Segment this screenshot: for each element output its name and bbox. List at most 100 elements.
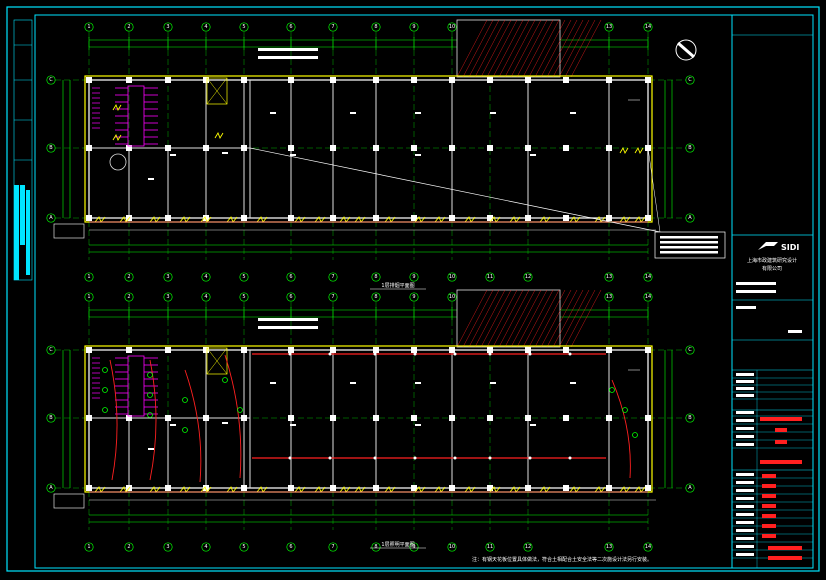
hatch-line bbox=[468, 289, 500, 348]
room-tag bbox=[170, 154, 176, 156]
structural-column bbox=[606, 415, 612, 421]
structural-column bbox=[203, 485, 209, 491]
light-fixture-icon bbox=[632, 432, 638, 438]
axis-bubble bbox=[46, 483, 56, 493]
structural-column bbox=[126, 415, 132, 421]
structural-column bbox=[645, 415, 651, 421]
structural-column bbox=[165, 145, 171, 151]
structural-column bbox=[563, 77, 569, 83]
window-symbol bbox=[434, 486, 446, 493]
axis-bubble bbox=[643, 542, 653, 552]
hatch-line bbox=[456, 19, 488, 78]
axis-bubble-label: 14 bbox=[645, 294, 651, 300]
title-block-field-label bbox=[736, 411, 754, 414]
hatch-line bbox=[462, 289, 494, 348]
light-fixture-icon bbox=[288, 352, 292, 356]
light-fixture-icon bbox=[622, 407, 628, 413]
window-symbol bbox=[339, 216, 351, 223]
hatch-line bbox=[498, 289, 530, 348]
structural-column bbox=[373, 415, 379, 421]
window-symbol bbox=[149, 486, 161, 493]
window-symbol bbox=[489, 486, 501, 493]
smoke-fan-icon bbox=[109, 153, 127, 171]
title-block-field-label bbox=[736, 443, 754, 446]
hatch-line bbox=[474, 19, 506, 78]
hatch-line bbox=[552, 289, 584, 348]
lighting-circuit bbox=[149, 359, 157, 481]
axis-bubble-label: 10 bbox=[449, 274, 455, 280]
light-fixture-icon bbox=[413, 456, 417, 460]
axis-bubble-label: 14 bbox=[645, 24, 651, 30]
title-block-field-label bbox=[736, 481, 754, 484]
structural-column bbox=[487, 77, 493, 83]
axis-bubble-label: C bbox=[688, 77, 692, 83]
light-fixture-icon bbox=[488, 352, 492, 356]
room-tag bbox=[222, 422, 228, 424]
hatch-line bbox=[540, 289, 572, 348]
light-fixture-icon bbox=[182, 397, 188, 403]
room-tag bbox=[270, 382, 276, 384]
axis-bubble-label: 14 bbox=[645, 544, 651, 550]
light-fixture-icon bbox=[182, 427, 188, 433]
axis-bubble bbox=[328, 542, 338, 552]
title-block-red-field bbox=[775, 440, 787, 444]
title-block-field-label bbox=[736, 545, 754, 548]
axis-bubble bbox=[371, 292, 381, 302]
light-fixture-icon bbox=[609, 387, 615, 393]
axis-bubble bbox=[239, 542, 249, 552]
structural-column bbox=[126, 77, 132, 83]
structural-column bbox=[411, 415, 417, 421]
structural-column bbox=[288, 215, 294, 221]
axis-bubble bbox=[84, 292, 94, 302]
structural-column bbox=[330, 215, 336, 221]
window-symbol bbox=[384, 216, 396, 223]
axis-bubble-label: 13 bbox=[606, 294, 612, 300]
light-fixture-icon bbox=[328, 352, 332, 356]
structural-column bbox=[203, 347, 209, 353]
structural-column bbox=[241, 415, 247, 421]
structural-column bbox=[449, 215, 455, 221]
window-symbol bbox=[179, 216, 191, 223]
window-symbol bbox=[594, 486, 606, 493]
axis-bubble-label: 9 bbox=[412, 544, 415, 550]
axis-bubble bbox=[201, 272, 211, 282]
structural-column bbox=[86, 415, 92, 421]
axis-bubble bbox=[124, 272, 134, 282]
axis-bubble-label: 13 bbox=[606, 24, 612, 30]
title-block-field-label bbox=[736, 537, 754, 540]
hatch-line bbox=[570, 289, 602, 348]
axis-bubble bbox=[409, 292, 419, 302]
structural-column bbox=[525, 215, 531, 221]
structural-column bbox=[487, 415, 493, 421]
axis-bubble bbox=[447, 542, 457, 552]
structural-column bbox=[241, 347, 247, 353]
axis-bubble-label: 10 bbox=[449, 24, 455, 30]
axis-bubble bbox=[84, 272, 94, 282]
axis-bubble-label: 6 bbox=[289, 24, 292, 30]
lighting-circuit bbox=[224, 354, 242, 479]
light-fixture-icon bbox=[288, 456, 292, 460]
window-symbol bbox=[619, 486, 631, 493]
elevator-shaft bbox=[206, 77, 228, 105]
entrance-canopy bbox=[53, 493, 85, 509]
window-symbol bbox=[179, 486, 191, 493]
structural-column bbox=[411, 485, 417, 491]
axis-bubble bbox=[409, 542, 419, 552]
elevator-cross bbox=[206, 77, 228, 105]
structural-column bbox=[288, 77, 294, 83]
light-fixture-icon bbox=[328, 456, 332, 460]
axis-bubble-label: 4 bbox=[204, 24, 207, 30]
title-block-field-label bbox=[736, 489, 754, 492]
room-tag bbox=[350, 112, 356, 114]
structural-column bbox=[563, 485, 569, 491]
structural-column bbox=[288, 485, 294, 491]
title-block-field-label bbox=[736, 373, 754, 376]
axis-bubble bbox=[371, 542, 381, 552]
axis-bubble-label: 8 bbox=[374, 24, 377, 30]
room-tag bbox=[350, 382, 356, 384]
title-block-field-label bbox=[736, 427, 754, 430]
light-fixture-icon bbox=[102, 407, 108, 413]
axis-bubble-label: 2 bbox=[127, 274, 130, 280]
room-tag bbox=[530, 154, 536, 156]
structural-column bbox=[563, 215, 569, 221]
